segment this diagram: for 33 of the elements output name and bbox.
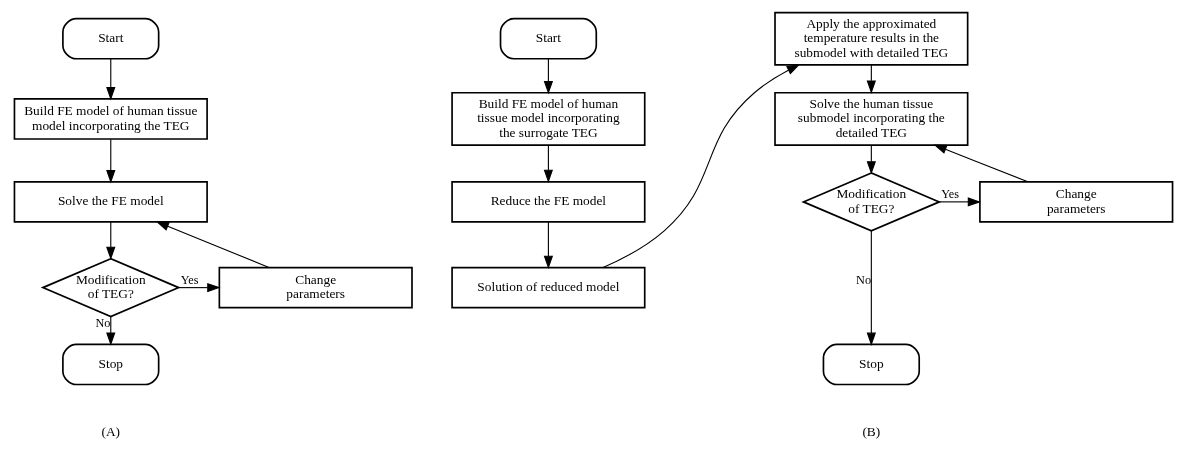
node-diamond: Modification of TEG? (801, 172, 942, 232)
arrow (106, 138, 116, 184)
arrow (602, 64, 801, 269)
node-box: Reduce the FE model (451, 181, 646, 223)
node-box: Start (499, 17, 598, 60)
node-box: Apply the approximated temperature results in the submodel with detailed TEG (774, 11, 969, 66)
arrow (543, 58, 554, 95)
node-diamond: Modification of TEG? (40, 257, 181, 318)
arrow (106, 221, 116, 261)
arrow (938, 197, 982, 207)
node-box: Solve the human tissue submodel incorporating the detailed TEG (774, 91, 969, 146)
arrow (933, 144, 1029, 183)
arrow (106, 58, 116, 101)
arrow (155, 221, 270, 269)
node-box: Stop (822, 343, 921, 386)
node-box: Start (62, 17, 160, 60)
arrow (543, 221, 554, 269)
node-box: Build FE model of human tissue model incorporating the TEG (13, 98, 208, 140)
edge-label: No (95, 315, 111, 330)
node-box: Stop (62, 343, 160, 386)
edge-label: Yes (180, 273, 199, 288)
node-box: Solve the FE model (13, 181, 208, 223)
arrow (543, 144, 554, 183)
node-box: Change parameters (979, 181, 1174, 223)
edge-label: Yes (941, 187, 960, 202)
arrow (866, 230, 876, 346)
node-box: Change parameters (218, 266, 413, 309)
edge-label: No (856, 273, 872, 288)
label: (B) (862, 423, 881, 439)
node-box: Build FE model of human tissue model incorporating the surrogate TEG (451, 91, 646, 146)
node-box: Solution of reduced model (451, 266, 646, 309)
arrow (178, 282, 221, 293)
label: (A) (101, 423, 121, 439)
